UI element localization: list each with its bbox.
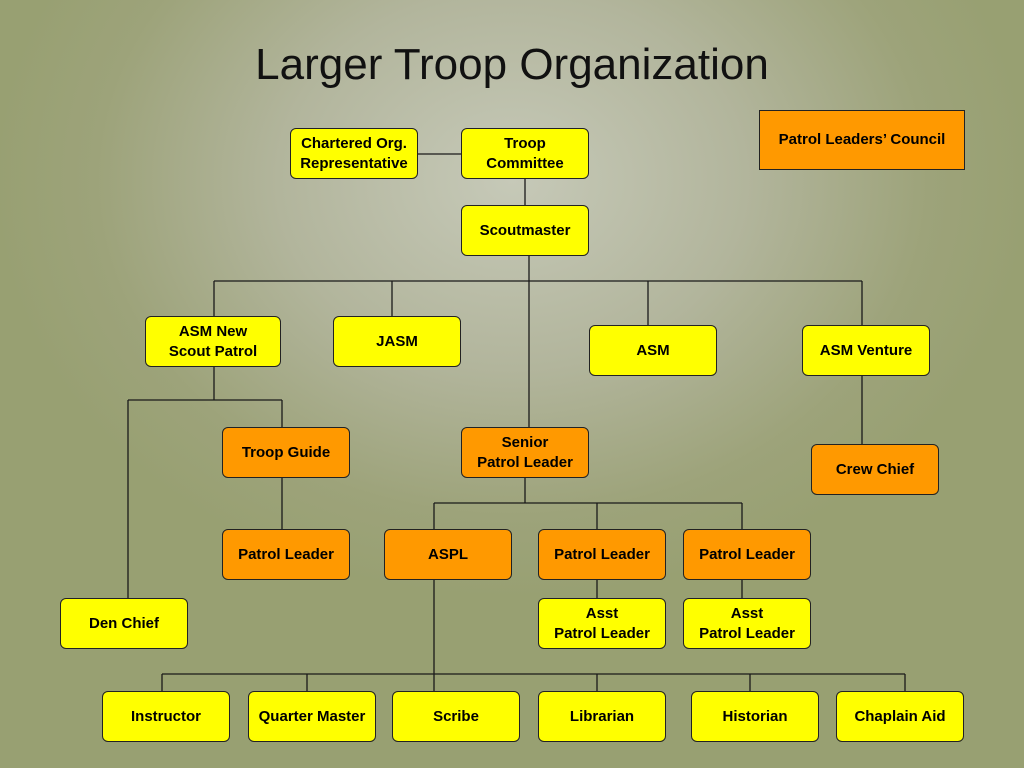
node-senior-patrol-leader[interactable]: Senior Patrol Leader: [461, 427, 589, 478]
node-troop-committee[interactable]: Troop Committee: [461, 128, 589, 179]
node-troop-guide[interactable]: Troop Guide: [222, 427, 350, 478]
node-patrol-leader-2[interactable]: Patrol Leader: [538, 529, 666, 580]
node-asst-patrol-leader-3[interactable]: Asst Patrol Leader: [683, 598, 811, 649]
node-patrol-leaders-council[interactable]: Patrol Leaders’ Council: [759, 110, 965, 170]
node-historian[interactable]: Historian: [691, 691, 819, 742]
node-asm-venture[interactable]: ASM Venture: [802, 325, 930, 376]
node-den-chief[interactable]: Den Chief: [60, 598, 188, 649]
node-asm-new-scout-patrol[interactable]: ASM New Scout Patrol: [145, 316, 281, 367]
node-quarter-master[interactable]: Quarter Master: [248, 691, 376, 742]
node-scribe[interactable]: Scribe: [392, 691, 520, 742]
page-title: Larger Troop Organization: [255, 40, 769, 89]
node-crew-chief[interactable]: Crew Chief: [811, 444, 939, 495]
node-chartered-org-representative[interactable]: Chartered Org. Representative: [290, 128, 418, 179]
node-patrol-leader-new-scout[interactable]: Patrol Leader: [222, 529, 350, 580]
node-patrol-leader-3[interactable]: Patrol Leader: [683, 529, 811, 580]
node-instructor[interactable]: Instructor: [102, 691, 230, 742]
node-asst-patrol-leader-2[interactable]: Asst Patrol Leader: [538, 598, 666, 649]
node-scoutmaster[interactable]: Scoutmaster: [461, 205, 589, 256]
node-librarian[interactable]: Librarian: [538, 691, 666, 742]
node-chaplain-aid[interactable]: Chaplain Aid: [836, 691, 964, 742]
node-aspl[interactable]: ASPL: [384, 529, 512, 580]
node-jasm[interactable]: JASM: [333, 316, 461, 367]
node-asm[interactable]: ASM: [589, 325, 717, 376]
